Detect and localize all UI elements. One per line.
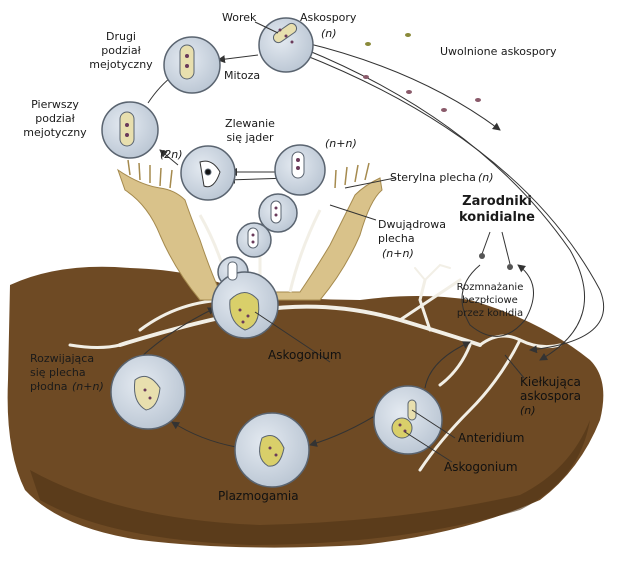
label-dwujadrowa-2: plecha	[378, 232, 415, 245]
label-rozwijajaca-1: Rozwijająca	[30, 352, 94, 365]
nuclei	[125, 28, 407, 457]
ascospore-release-arrows	[301, 41, 605, 361]
label-askospory-n: (n)	[321, 27, 337, 40]
label-askospory: Askospory	[300, 11, 357, 24]
label-kielkujaca-n: (n)	[520, 404, 536, 417]
leader-lines	[254, 21, 525, 463]
label-drugi-2: podział	[101, 44, 141, 57]
label-rozmnazanie-3: przez konidia	[457, 308, 523, 319]
label-sterylna: Sterylna plecha	[390, 171, 476, 184]
label-drugi-1: Drugi	[106, 30, 136, 43]
label-dwujadrowa-1: Dwujądrowa	[378, 218, 446, 231]
label-drugi-3: mejotyczny	[89, 58, 153, 71]
soil-shading	[30, 420, 590, 545]
label-kielkujaca-1: Kiełkująca	[520, 375, 581, 389]
label-mitoza: Mitoza	[224, 69, 260, 82]
label-zlewanie-2: się jąder	[226, 131, 274, 144]
label-askogonium-bottom: Askogonium	[444, 460, 518, 474]
label-pierwszy-2: podział	[35, 112, 75, 125]
label-uwolnione: Uwolnione askospory	[440, 45, 557, 58]
label-dwujadrowa-3: (n+n)	[382, 247, 414, 260]
asexual-loop-arrow	[461, 264, 534, 337]
stage-ascus-ascospores	[258, 17, 314, 73]
label-rozwijajaca-nn: (n+n)	[72, 380, 104, 393]
label-rozmnazanie-1: Rozmnażanie	[457, 282, 524, 293]
label-sterylna-n: (n)	[478, 171, 494, 184]
label-rozwijajaca-3: płodna	[30, 380, 68, 393]
label-kielkujaca-2: askospora	[520, 389, 581, 403]
soil-hyphae	[68, 263, 562, 472]
fruiting-body-paraphyses	[127, 159, 370, 189]
label-nn-top: (n+n)	[325, 137, 357, 150]
fruiting-body	[117, 168, 383, 301]
label-plazmogamia: Plazmogamia	[218, 489, 299, 503]
conidia	[479, 231, 513, 270]
circle-contents	[119, 22, 417, 467]
label-pierwszy-3: mejotyczny	[23, 126, 87, 139]
labels: Worek Askospory (n) Drugi podział mejoty…	[23, 11, 581, 503]
label-anteridium: Anteridium	[458, 431, 524, 445]
label-zarodniki-1: Zarodniki	[462, 194, 532, 209]
label-2n: (2n)	[160, 148, 183, 161]
label-zarodniki-2: konidialne	[459, 210, 535, 225]
label-pierwszy-1: Pierwszy	[31, 98, 79, 111]
released-ascospores	[363, 33, 481, 112]
label-zlewanie-1: Zlewanie	[225, 117, 275, 130]
label-rozwijajaca-2: się plecha	[30, 366, 86, 379]
label-rozmnazanie-2: bezpłciowe	[462, 295, 518, 306]
label-worek: Worek	[222, 11, 257, 24]
label-askogonium-top: Askogonium	[268, 348, 342, 362]
